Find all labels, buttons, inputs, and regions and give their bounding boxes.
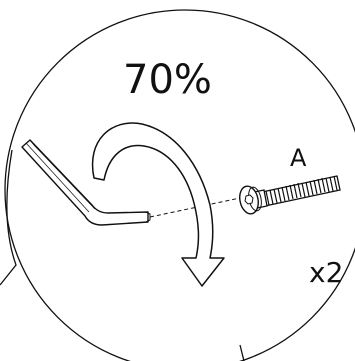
background-outline [239, 344, 245, 361]
part-label: A [290, 144, 307, 172]
allen-key-icon [21, 139, 151, 226]
turn-percentage-label: 70% [123, 57, 212, 103]
hex-socket-bolt-icon [239, 175, 341, 215]
background-outline [0, 149, 17, 286]
detail-circle [4, 9, 355, 361]
clockwise-rotation-arrow-icon [91, 122, 225, 287]
quantity-label: x2 [309, 256, 344, 289]
